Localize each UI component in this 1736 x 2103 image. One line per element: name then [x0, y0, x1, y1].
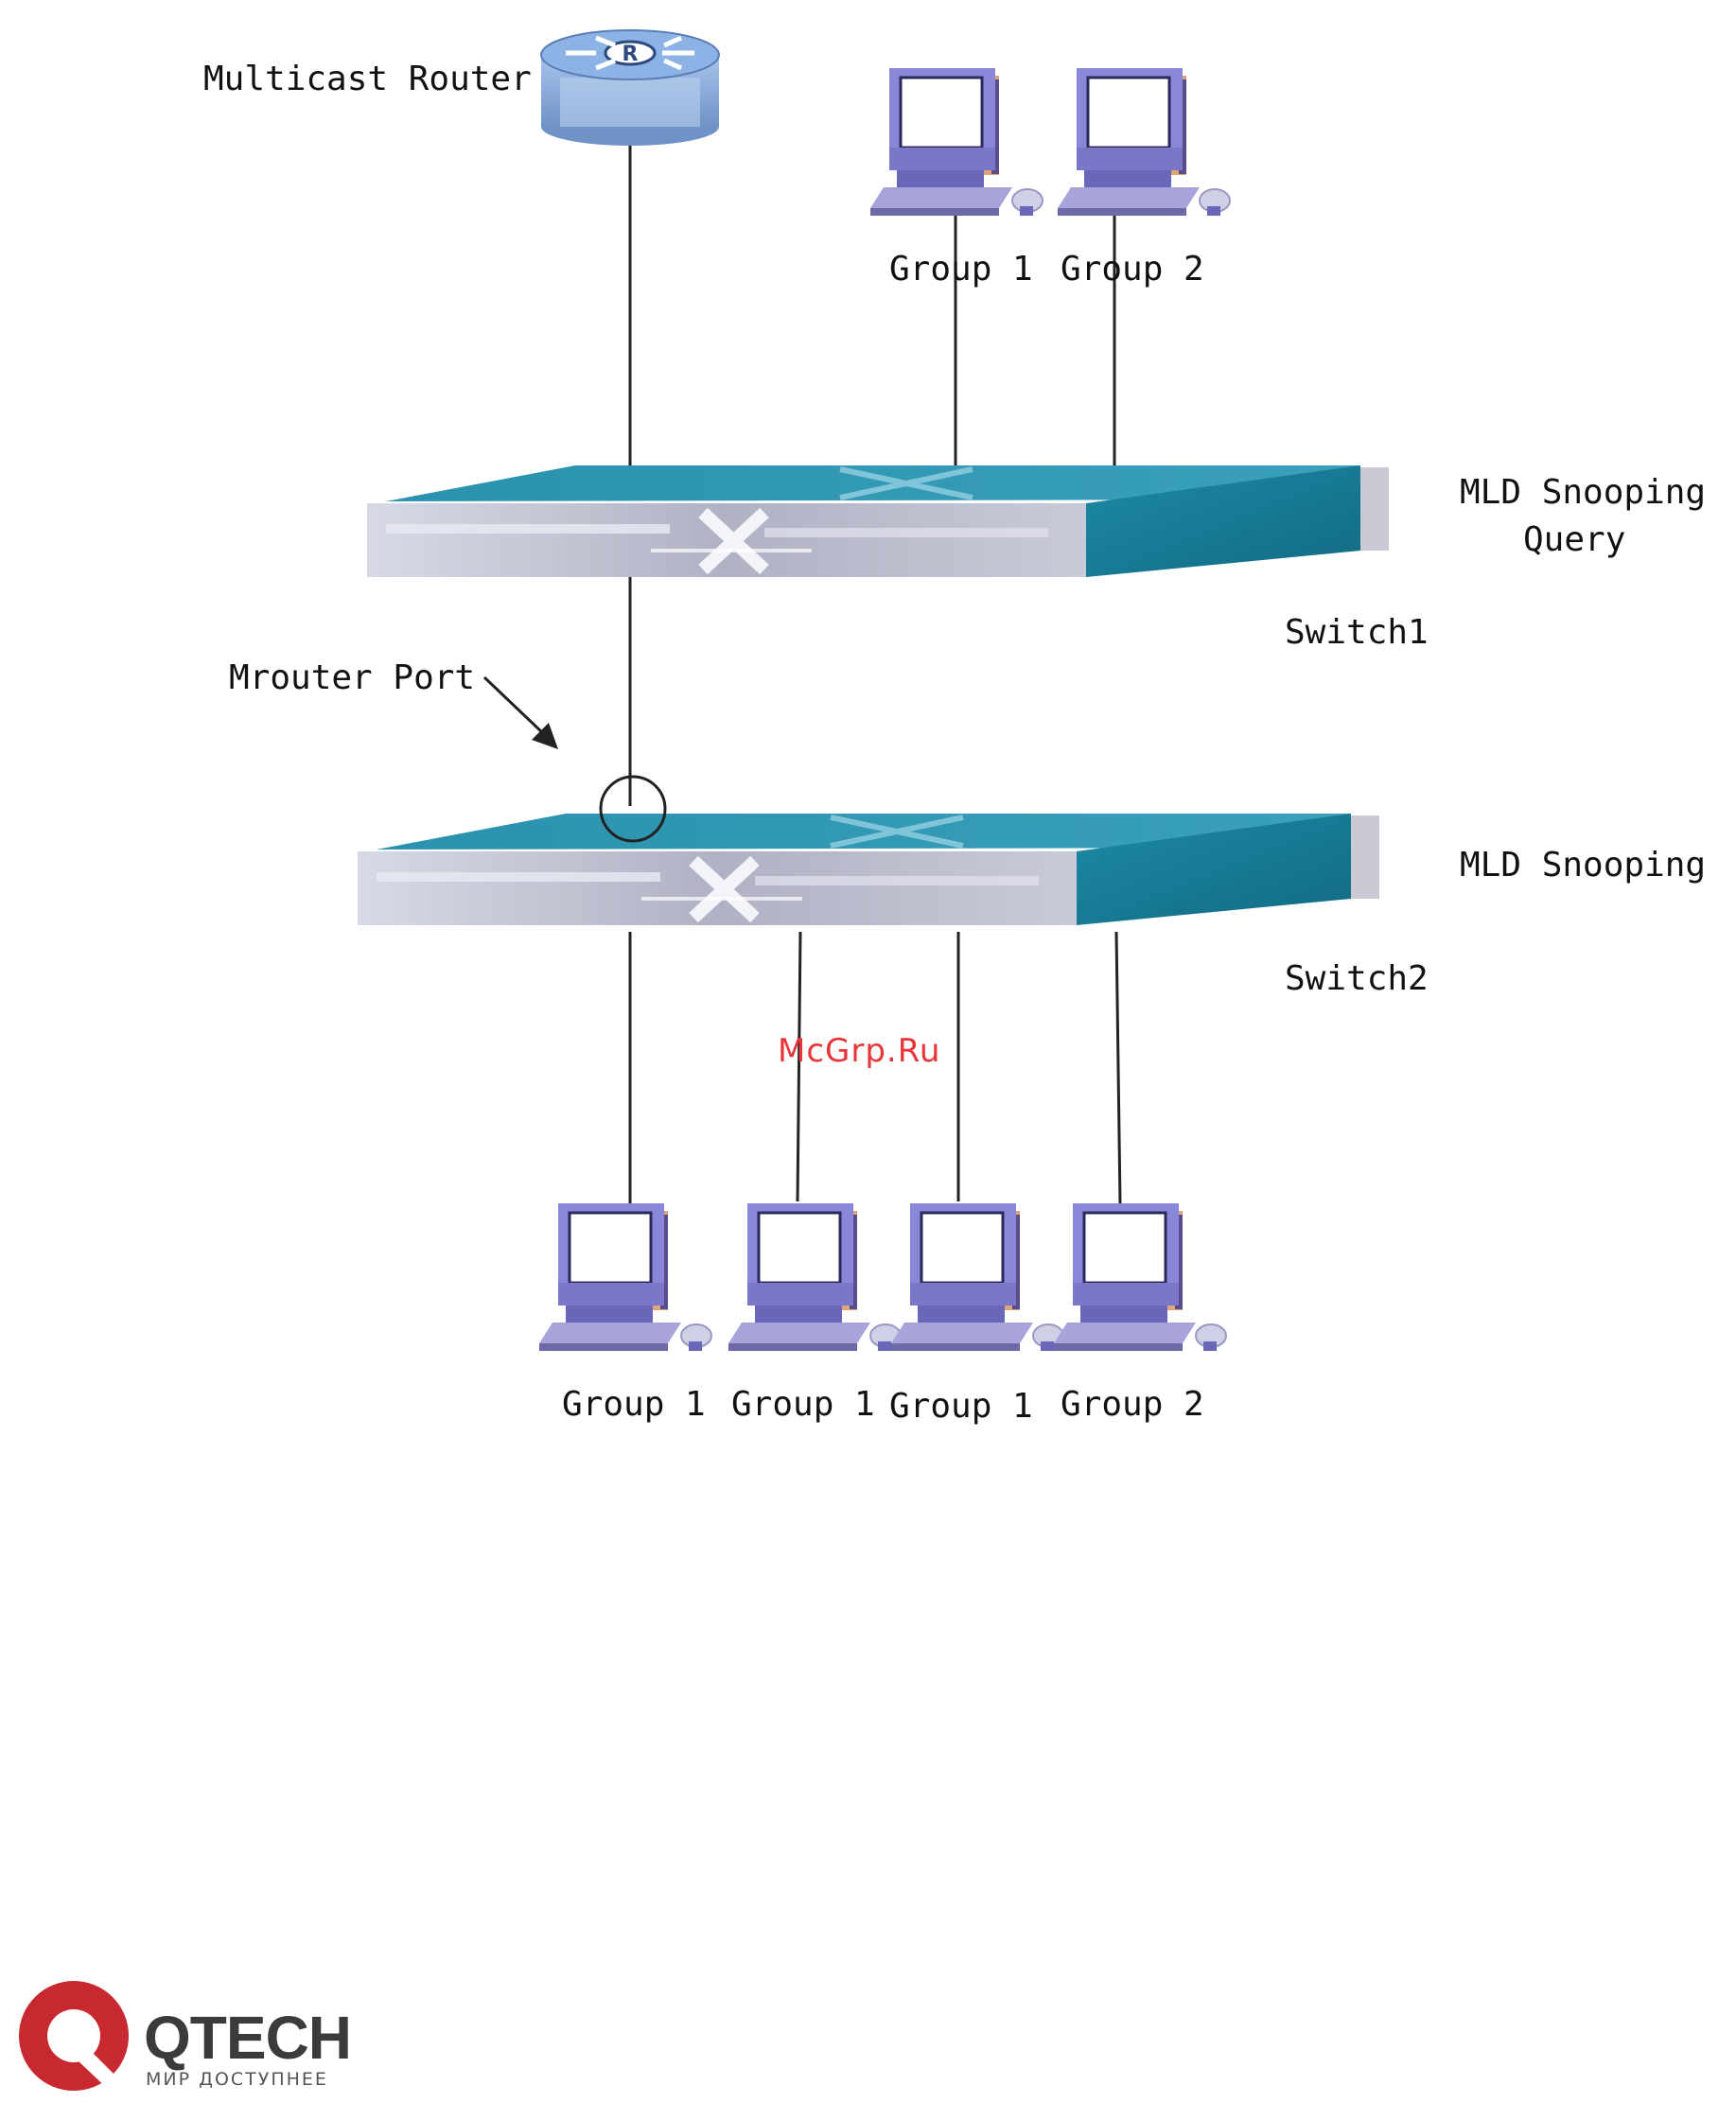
top-pc2-label: Group 2 [1061, 250, 1204, 289]
switch1-name-label: Switch1 [1285, 613, 1429, 652]
bottom-pc2-label: Group 1 [731, 1385, 875, 1424]
bottom-pc3-label: Group 1 [889, 1387, 1033, 1426]
switch1-icon [367, 465, 1389, 577]
top-pc1-label: Group 1 [889, 250, 1033, 289]
bottom-pc1-label: Group 1 [562, 1385, 706, 1424]
pc-top-group2-icon [1058, 68, 1230, 216]
router-badge-letter: R [623, 43, 639, 66]
pc-bottom3-icon [891, 1203, 1063, 1351]
bottom-pc4-label: Group 2 [1061, 1385, 1204, 1424]
pc-bottom1-icon [539, 1203, 711, 1351]
router-label: Multicast Router [203, 60, 532, 98]
pc-bottom4-link [1116, 932, 1120, 1203]
pc-bottom4-icon [1054, 1203, 1226, 1351]
switch1-role-label-line2: Query [1523, 520, 1625, 559]
pc-bottom2-icon [728, 1203, 901, 1351]
mrouter-port-arrow [484, 677, 544, 734]
switch2-role-label: MLD Snooping [1460, 846, 1706, 885]
multicast-router-icon: R [541, 30, 719, 146]
watermark-text: McGrp.Ru [778, 1032, 940, 1070]
switch2-icon [358, 814, 1379, 925]
logo-tagline: МИР ДОСТУПНЕЕ [146, 2069, 328, 2090]
pc-top-group1-icon [870, 68, 1043, 216]
logo-brand: QTECH [144, 2004, 351, 2072]
switch2-name-label: Switch2 [1285, 959, 1429, 998]
qtech-logo: QTECH МИР ДОСТУПНЕЕ [19, 1981, 351, 2093]
switch1-role-label-line1: MLD Snooping [1460, 473, 1706, 512]
mrouter-port-label: Mrouter Port [229, 658, 475, 697]
